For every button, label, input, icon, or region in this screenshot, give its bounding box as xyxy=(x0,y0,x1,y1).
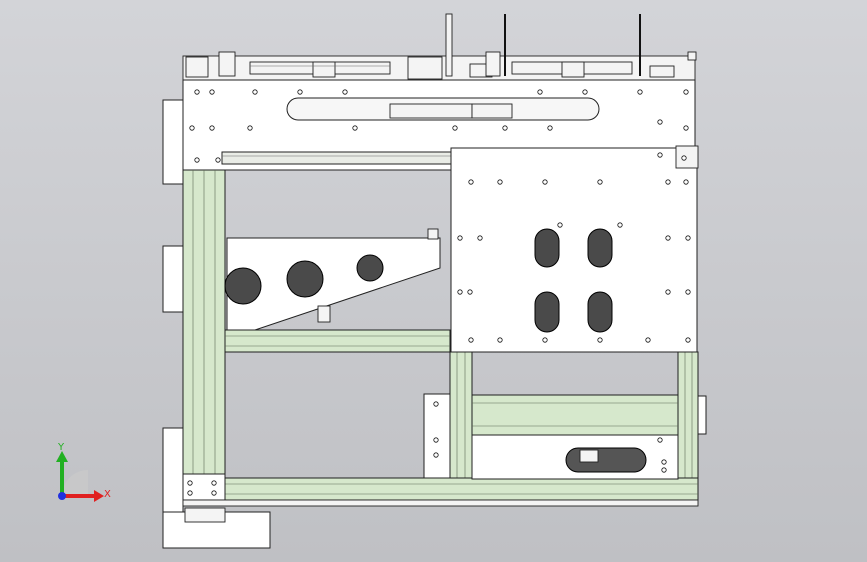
bolt-hole xyxy=(252,89,258,95)
right-mounting-plate xyxy=(450,145,699,353)
x-axis-label: X xyxy=(104,489,111,500)
bolt-hole xyxy=(477,235,483,241)
bolt-hole xyxy=(683,89,689,95)
slot-bottom-left xyxy=(534,291,560,333)
slot-bottom-right xyxy=(587,291,613,333)
left-clamp-block xyxy=(218,51,236,77)
bolt-hole xyxy=(597,337,603,343)
bolt-hole xyxy=(645,337,651,343)
side-bracket-middle xyxy=(162,245,184,313)
bolt-hole xyxy=(597,179,603,185)
bolt-hole xyxy=(433,452,439,458)
y-axis-label: Y xyxy=(57,442,65,453)
bolt-hole xyxy=(187,490,193,496)
bolt-hole xyxy=(681,155,687,161)
bottom-cross-extrusion xyxy=(224,477,699,501)
bolt-hole xyxy=(542,179,548,185)
bolt-hole xyxy=(685,337,691,343)
bolt-hole xyxy=(452,125,458,131)
center-motor-block xyxy=(407,56,443,80)
center-post xyxy=(445,13,453,77)
bolt-holes xyxy=(187,89,691,496)
bolt-hole xyxy=(537,89,543,95)
bolt-hole xyxy=(547,125,553,131)
center-column-extrusion xyxy=(449,351,473,499)
bolt-hole xyxy=(657,437,663,443)
bolt-hole xyxy=(685,235,691,241)
bolt-hole xyxy=(433,401,439,407)
bolt-hole xyxy=(189,125,195,131)
bolt-hole xyxy=(542,337,548,343)
bolt-hole xyxy=(582,89,588,95)
bolt-hole xyxy=(215,157,221,163)
bolt-hole xyxy=(683,179,689,185)
motor-mount-bracket xyxy=(224,228,441,331)
bolt-hole xyxy=(457,289,463,295)
bolt-hole xyxy=(297,89,303,95)
bolt-hole xyxy=(342,89,348,95)
bolt-hole xyxy=(657,119,663,125)
cable-slot xyxy=(565,447,647,473)
bolt-hole xyxy=(617,222,623,228)
x-arrowhead xyxy=(94,490,104,502)
bolt-hole xyxy=(637,89,643,95)
bolt-hole xyxy=(665,179,671,185)
bolt-hole xyxy=(247,125,253,131)
bolt-hole xyxy=(497,337,503,343)
bolt-hole xyxy=(661,467,667,473)
lower-right-assembly xyxy=(423,393,707,480)
bolt-hole xyxy=(211,480,217,486)
bolt-hole xyxy=(209,89,215,95)
bolt-hole xyxy=(457,235,463,241)
z-axis-dot xyxy=(58,492,66,500)
bolt-hole xyxy=(683,125,689,131)
top-accessory-strip xyxy=(182,13,697,82)
bolt-hole xyxy=(209,125,215,131)
right-clamp-block xyxy=(485,51,501,77)
bolt-hole xyxy=(468,179,474,185)
frame-rails xyxy=(182,169,699,507)
slot-top-left xyxy=(534,228,560,268)
bolt-hole xyxy=(433,437,439,443)
bolt-hole xyxy=(665,235,671,241)
bolt-hole xyxy=(657,152,663,158)
bolt-hole xyxy=(685,289,691,295)
y-arrowhead xyxy=(56,451,68,462)
right-column-extrusion xyxy=(677,351,699,499)
bolt-hole xyxy=(467,289,473,295)
bolt-hole xyxy=(194,157,200,163)
bolt-hole xyxy=(661,459,667,465)
bolt-hole xyxy=(187,480,193,486)
bolt-hole xyxy=(665,289,671,295)
side-bracket-lower xyxy=(162,427,184,525)
bolt-hole xyxy=(468,337,474,343)
axis-triad: Y X xyxy=(56,442,111,502)
bolt-hole xyxy=(211,490,217,496)
bolt-hole xyxy=(497,179,503,185)
vertical-side-plate xyxy=(423,393,451,479)
middle-cross-extrusion xyxy=(224,329,451,353)
bolt-hole xyxy=(194,89,200,95)
bolt-hole xyxy=(557,222,563,228)
bolt-hole xyxy=(502,125,508,131)
side-bracket-upper xyxy=(162,99,184,185)
slot-top-right xyxy=(587,228,613,268)
bolt-hole xyxy=(352,125,358,131)
right-cross-extrusion xyxy=(471,394,679,436)
left-side-brackets xyxy=(162,99,271,549)
